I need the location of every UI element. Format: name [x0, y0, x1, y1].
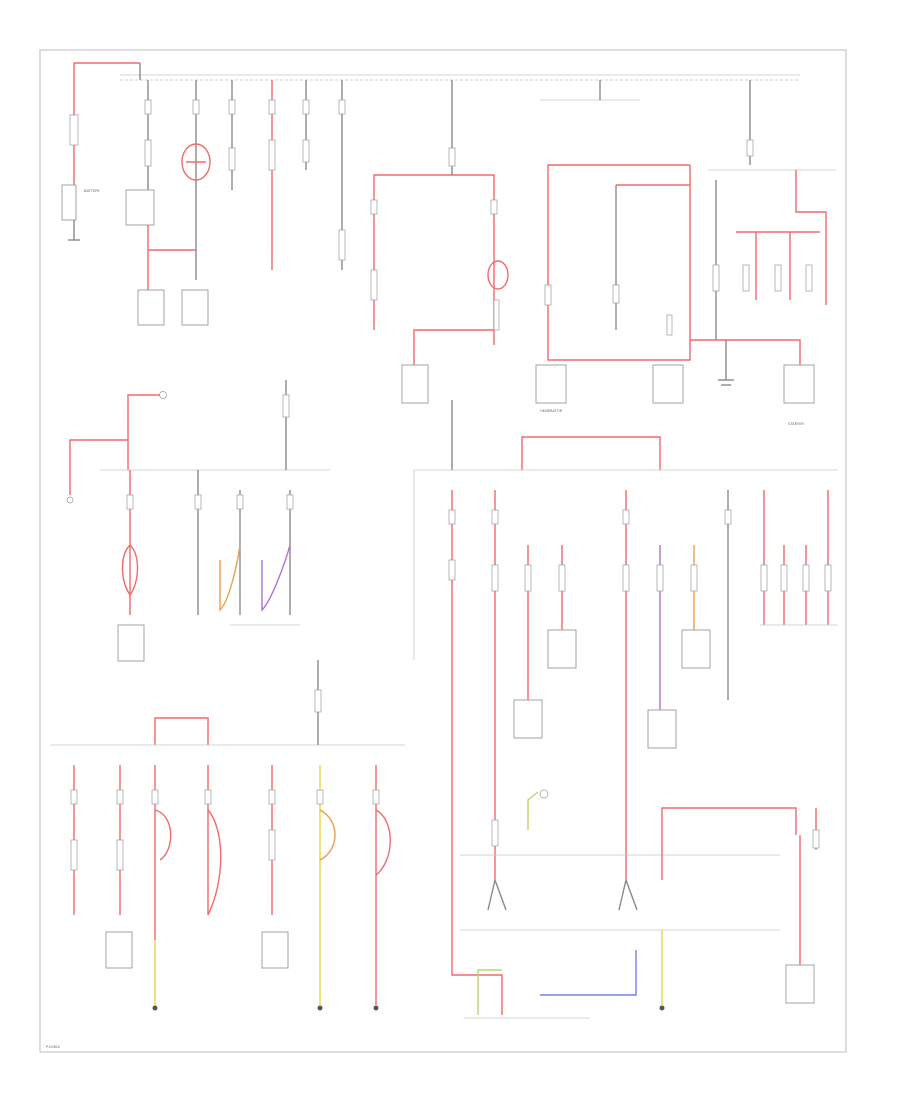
center-top-circuits: [370, 80, 509, 404]
bottom-left-fuse-bus: [50, 660, 405, 1011]
right-bottom-module: [785, 964, 815, 1004]
left-bus-column-2: [194, 470, 202, 615]
motor-module: [137, 289, 165, 326]
bottom-left-column-2: [116, 765, 124, 915]
battery-circuit: BATTERY: [61, 62, 140, 241]
fuse-column-3: [228, 80, 236, 190]
center-relay-coil: [487, 260, 509, 290]
starter-label: STARTER: [788, 422, 804, 426]
right-relay-block: STARTER: [690, 169, 836, 426]
right-module-a: [547, 629, 577, 669]
right-module-d: [647, 709, 677, 749]
bottom-left-module-a: [105, 931, 133, 969]
fuse-box-module: [125, 189, 155, 226]
left-bus-column-1: [126, 470, 134, 615]
fuse-column-6: [338, 80, 346, 270]
diagram-footer-code: P1030A: [46, 1045, 60, 1049]
bottom-left-module-b: [261, 931, 289, 969]
right-bus-column-10: [780, 545, 788, 625]
lower-right-relays: [460, 789, 820, 1019]
right-bus-column-11: [802, 545, 810, 625]
top-fuse-bus: [120, 63, 800, 81]
bottom-left-column-3: [151, 765, 159, 940]
top-fuses: [144, 80, 346, 280]
bottom-left-column-1: [70, 765, 78, 915]
right-bus-column-6: [656, 545, 664, 710]
right-bus-column-5: [622, 490, 630, 880]
right-bus-column-7: [690, 545, 698, 630]
battery-symbol: [61, 184, 77, 221]
generator-starter-circuits: GENERATOR: [535, 80, 754, 413]
control-module: [181, 289, 209, 326]
right-module-c: [513, 699, 543, 739]
right-bus-column-1: [448, 490, 503, 1015]
battery-label: BATTERY: [84, 189, 101, 193]
diagram-border: [39, 49, 847, 1053]
bottom-left-column-7: [372, 765, 380, 1005]
right-bus-column-8: [724, 490, 732, 700]
bottom-left-column-4: [204, 765, 212, 915]
fuse-column-4: [268, 80, 276, 270]
starter-box: [783, 364, 815, 404]
generator-box: [535, 364, 567, 404]
left-bus-column-4: [286, 490, 294, 615]
middle-left-fuse-bus: [66, 380, 330, 662]
fuse-column-5: [302, 80, 310, 170]
right-bus-column-12: [824, 490, 832, 625]
right-main-fuse-bus: [413, 400, 838, 1015]
left-bus-column-3: [236, 490, 244, 615]
fuse-column-1: [144, 80, 152, 190]
right-module-b: [681, 629, 711, 669]
left-module-a: [117, 624, 145, 662]
generator-label: GENERATOR: [540, 409, 563, 413]
relay-coil: [181, 143, 211, 181]
bottom-left-column-6: [316, 765, 324, 1005]
bottom-left-column-5: [268, 765, 276, 915]
starter-relay-box: [652, 364, 684, 404]
center-module: [401, 364, 429, 404]
right-bus-column-2: [491, 490, 499, 880]
right-bus-column-4: [558, 545, 566, 630]
right-bus-column-9: [760, 490, 768, 625]
battery-cable-segment: [69, 114, 79, 146]
right-bus-column-3: [524, 545, 532, 700]
